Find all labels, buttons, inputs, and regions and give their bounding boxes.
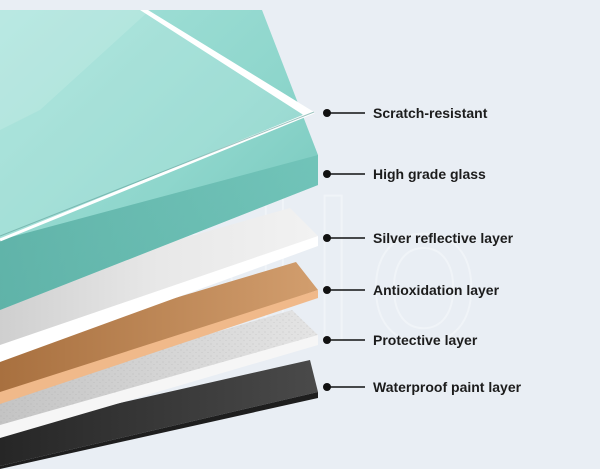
callouts: Scratch-resistant High grade glass Silve… [323, 105, 522, 395]
layer-protective [0, 310, 318, 438]
label-high-grade-glass: High grade glass [373, 166, 486, 182]
layer-waterproof-paint [0, 360, 318, 469]
label-antioxidation: Antioxidation layer [373, 282, 500, 298]
label-silver-reflective: Silver reflective layer [373, 230, 514, 246]
layer-antioxidation [0, 262, 318, 404]
callout-silver-reflective: Silver reflective layer [323, 230, 514, 246]
callout-scratch-resistant: Scratch-resistant [323, 105, 488, 121]
callout-waterproof-paint: Waterproof paint layer [323, 379, 522, 395]
layer-silver-reflective [0, 208, 318, 362]
layer-high-grade-glass [0, 10, 318, 310]
label-protective: Protective layer [373, 332, 478, 348]
callout-antioxidation: Antioxidation layer [323, 282, 500, 298]
callout-protective: Protective layer [323, 332, 478, 348]
callout-high-grade-glass: High grade glass [323, 166, 486, 182]
layer-scratch-resistant [0, 10, 315, 242]
label-scratch-resistant: Scratch-resistant [373, 105, 488, 121]
label-waterproof-paint: Waterproof paint layer [373, 379, 522, 395]
